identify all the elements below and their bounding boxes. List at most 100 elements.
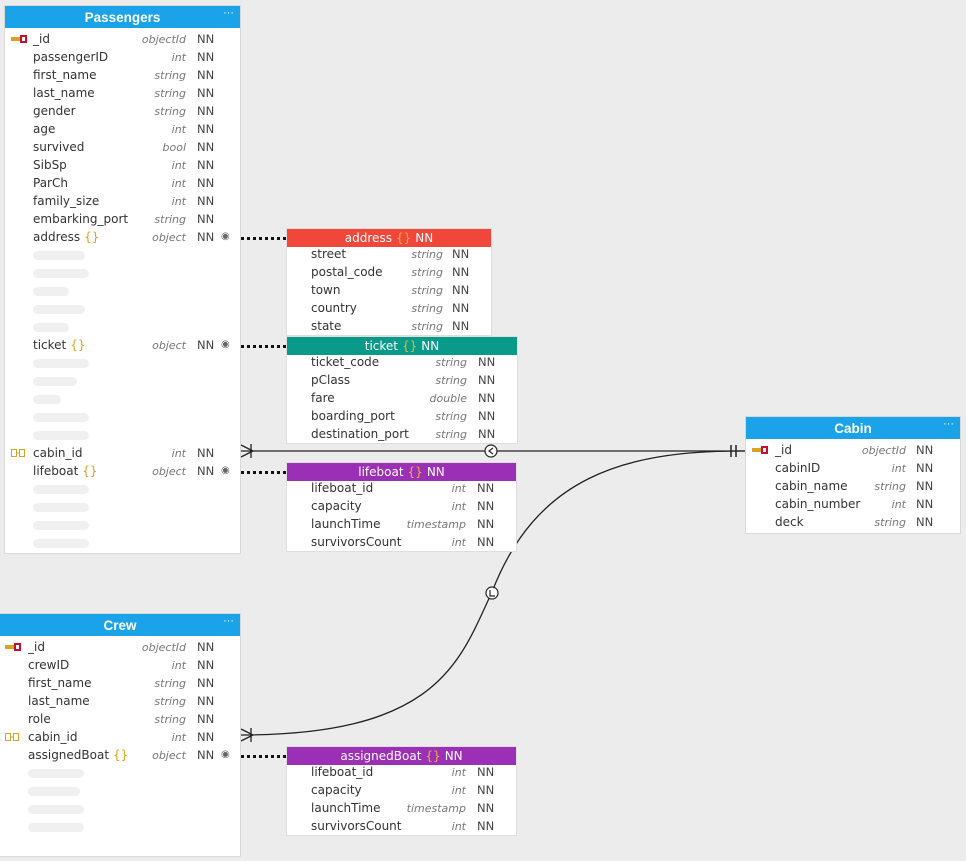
relation-marker-icon[interactable] xyxy=(484,444,498,458)
ticket-header[interactable]: ticket{}NN xyxy=(287,337,517,355)
collapsed-field-placeholder xyxy=(28,787,80,796)
field-row[interactable]: gender string NN xyxy=(5,102,240,120)
field-name: postal_code xyxy=(311,265,383,279)
field-row[interactable]: passengerID int NN xyxy=(5,48,240,66)
field-name: gender xyxy=(33,104,76,118)
field-name: cabin_number xyxy=(775,497,861,511)
field-row[interactable]: survived bool NN xyxy=(5,138,240,156)
field-name: cabin_id xyxy=(33,446,83,460)
field-type: objectId xyxy=(141,641,186,654)
collapsed-field-placeholder xyxy=(33,269,89,278)
eye-icon[interactable]: ◉ xyxy=(221,231,230,242)
field-name: ParCh xyxy=(33,176,68,190)
field-name: fare xyxy=(311,391,335,405)
field-type: string xyxy=(435,374,467,387)
cabin-menu-icon[interactable]: ··· xyxy=(943,418,954,430)
not-null-flag: NN xyxy=(477,819,495,833)
not-null-flag: NN xyxy=(197,730,215,744)
collapsed-field-placeholder xyxy=(33,539,89,548)
field-name: capacity xyxy=(311,783,362,797)
field-row[interactable]: _id objectId NN xyxy=(5,30,240,48)
object-brace-icon: {} xyxy=(113,748,129,762)
crew-menu-icon[interactable]: ··· xyxy=(223,615,234,627)
not-null-flag: NN xyxy=(477,517,495,531)
field-row[interactable]: cabin_id int NN xyxy=(0,728,240,746)
address-header[interactable]: address{}NN xyxy=(287,229,491,247)
field-type: string xyxy=(154,713,186,726)
field-name: age xyxy=(33,122,56,136)
not-null-flag: NN xyxy=(452,301,470,315)
field-row[interactable]: assignedBoat{} object NN ◉ xyxy=(0,746,240,764)
field-row[interactable]: SibSp int NN xyxy=(5,156,240,174)
cabin-header[interactable]: Cabin ··· xyxy=(746,417,960,439)
field-row[interactable]: first_name string NN xyxy=(5,66,240,84)
field-type: string xyxy=(435,410,467,423)
field-row[interactable]: cabin_id int NN xyxy=(5,444,240,462)
field-name: deck xyxy=(775,515,804,529)
passengers-header[interactable]: Passengers ··· xyxy=(5,6,240,28)
eye-icon[interactable]: ◉ xyxy=(221,339,230,350)
field-row[interactable]: _id objectId NN xyxy=(0,638,240,656)
field-row[interactable]: family_size int NN xyxy=(5,192,240,210)
eye-icon[interactable]: ◉ xyxy=(221,749,230,760)
not-null-flag: NN xyxy=(197,676,215,690)
field-row[interactable]: last_name string NN xyxy=(5,84,240,102)
field-row[interactable]: ParCh int NN xyxy=(5,174,240,192)
collapsed-field-placeholder xyxy=(33,413,89,422)
not-null-flag: NN xyxy=(477,801,495,815)
field-row[interactable]: embarking_port string NN xyxy=(5,210,240,228)
eye-icon[interactable]: ◉ xyxy=(221,465,230,476)
assignedboat-header[interactable]: assignedBoat{}NN xyxy=(287,747,516,765)
not-null-flag: NN xyxy=(477,783,495,797)
passengers-collection[interactable]: Passengers ··· _id objectId NN passenger… xyxy=(4,5,241,554)
field-row[interactable]: ticket{} object NN ◉ xyxy=(5,336,240,354)
not-null-flag: NN xyxy=(916,461,934,475)
field-name: _id xyxy=(33,32,50,46)
field-row[interactable]: lifeboat{} object NN ◉ xyxy=(5,462,240,480)
field-name: town xyxy=(311,283,341,297)
relation-marker-icon[interactable] xyxy=(485,586,499,600)
not-null-flag: NN xyxy=(478,427,496,441)
passengers-menu-icon[interactable]: ··· xyxy=(223,7,234,19)
not-null-flag: NN xyxy=(197,694,215,708)
lifeboat-header[interactable]: lifeboat{}NN xyxy=(287,463,516,481)
field-row[interactable]: address{} object NN ◉ xyxy=(5,228,240,246)
not-null-flag: NN xyxy=(197,104,215,118)
crew-header[interactable]: Crew ··· xyxy=(0,614,240,636)
field-row[interactable]: _id objectId NN xyxy=(746,441,960,459)
collapsed-field-placeholder xyxy=(28,805,84,814)
field-row[interactable]: age int NN xyxy=(5,120,240,138)
